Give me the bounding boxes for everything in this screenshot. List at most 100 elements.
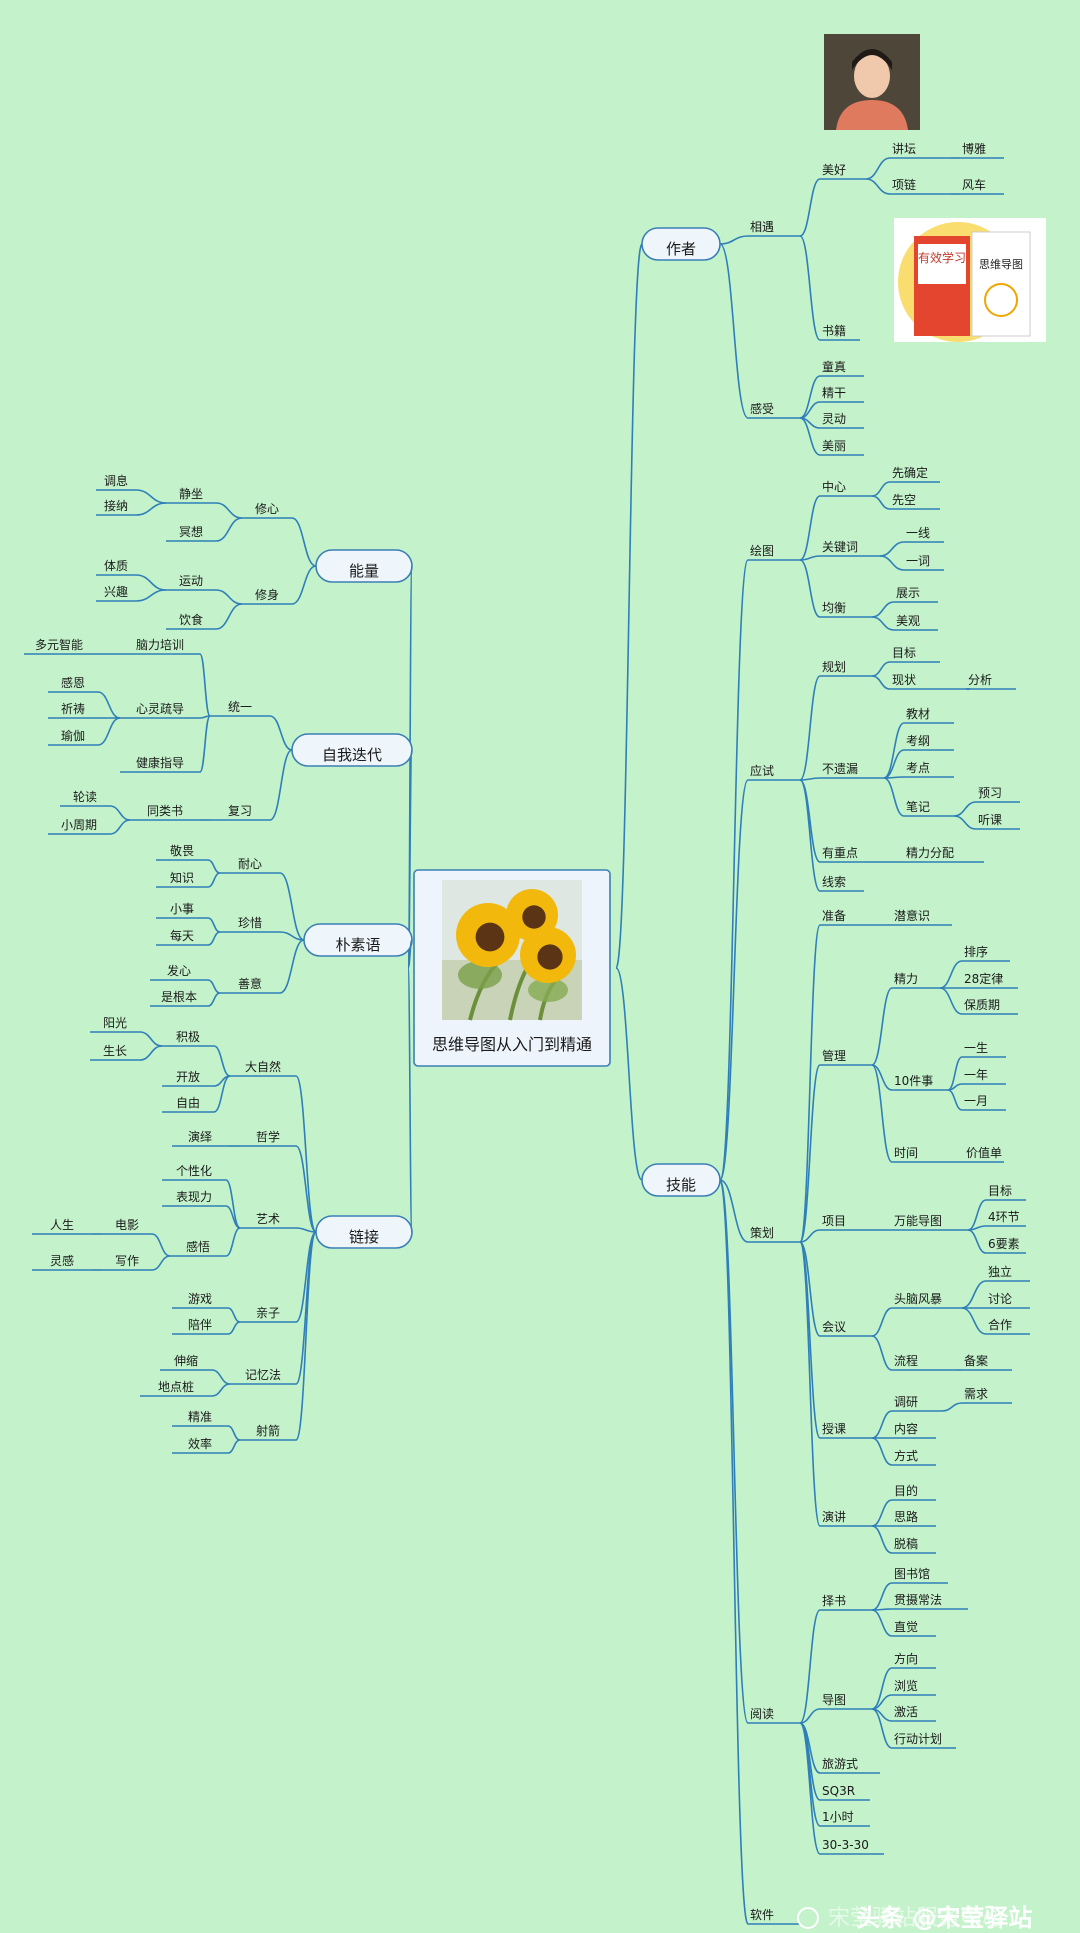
node-label: 静坐 <box>179 487 203 501</box>
node-label: 展示 <box>896 586 920 600</box>
node-label: 精干 <box>822 386 846 400</box>
connector-line <box>799 675 821 781</box>
connector-line <box>139 1045 163 1061</box>
connector-line <box>225 1205 241 1229</box>
trunk-line <box>615 967 643 1181</box>
node-label: 体质 <box>104 559 128 573</box>
connector-line <box>97 717 121 746</box>
node-label: 调研 <box>894 1395 918 1409</box>
node-label: 精力分配 <box>906 846 954 860</box>
node-label: 保质期 <box>964 998 1000 1012</box>
connector-line <box>215 502 243 519</box>
connector-line <box>135 589 167 602</box>
node-label: 方向 <box>894 1651 918 1666</box>
connector-line <box>799 924 821 1243</box>
connector-line <box>109 819 131 835</box>
node-label: 效率 <box>188 1436 212 1451</box>
node-label: 小周期 <box>61 818 97 832</box>
node-label: 开放 <box>176 1069 200 1084</box>
node-label: 独立 <box>988 1264 1012 1279</box>
node-label: 发心 <box>167 963 191 978</box>
node-label: 中心 <box>822 479 846 494</box>
node-label: 有重点 <box>822 846 858 860</box>
connector-line <box>151 1255 171 1271</box>
node-label: 绘图 <box>750 543 774 558</box>
node-label: 考点 <box>906 761 930 775</box>
node-label: 激活 <box>894 1705 918 1719</box>
connector-line <box>215 517 243 542</box>
connector-line <box>871 1609 893 1637</box>
connector-line <box>279 931 305 941</box>
connector-line <box>879 541 905 557</box>
node-label: 耐心 <box>238 857 262 871</box>
node-label: 大自然 <box>245 1059 281 1074</box>
node-label: 一生 <box>964 1041 988 1055</box>
node-label: 讲坛 <box>892 141 916 156</box>
node-label: 自由 <box>176 1096 200 1110</box>
node-label: 亲子 <box>256 1306 280 1320</box>
connector-line <box>799 375 821 419</box>
connector-line <box>719 1179 749 1724</box>
node-label: 关键词 <box>822 540 858 554</box>
connector-line <box>151 1233 171 1257</box>
connector-line <box>215 589 243 605</box>
node-label: 脑力培训 <box>136 637 184 652</box>
node-label: 小事 <box>170 902 194 916</box>
node-label: 相遇 <box>750 220 774 234</box>
node-label: 思路 <box>894 1509 918 1524</box>
connector-line <box>213 1075 231 1113</box>
node-label: 一词 <box>906 554 930 568</box>
node-label: 浏览 <box>894 1678 918 1693</box>
connector-line <box>871 1410 893 1439</box>
node-label: 直觉 <box>894 1620 918 1634</box>
node-label: 旅游式 <box>822 1757 858 1771</box>
node-label: 内容 <box>894 1421 918 1436</box>
node-label: 目标 <box>892 646 916 660</box>
connector-line <box>799 555 821 561</box>
node-label: 价值单 <box>966 1145 1002 1160</box>
connector-line <box>135 489 167 504</box>
connector-line <box>213 1045 231 1077</box>
node-label: 考纲 <box>906 734 930 748</box>
connector-line <box>295 1231 317 1385</box>
node-label: 美观 <box>896 614 920 628</box>
node-label: 不遗漏 <box>822 762 858 776</box>
node-label: 时间 <box>894 1146 918 1160</box>
node-label: 感受 <box>750 401 774 416</box>
connector-line <box>941 1402 963 1412</box>
connector-line <box>227 1425 241 1441</box>
connector-line <box>211 1383 231 1397</box>
connector-line <box>799 779 821 863</box>
connector-line <box>215 603 243 630</box>
node-label: 射箭 <box>256 1423 280 1438</box>
node-label: 复习 <box>228 804 252 818</box>
connector-line <box>207 992 221 1007</box>
main-branch-label: 链接 <box>349 1228 379 1246</box>
node-label: 择书 <box>822 1594 846 1608</box>
connector-line <box>871 1708 893 1749</box>
node-label: 知识 <box>170 871 194 885</box>
connector-line <box>883 777 905 817</box>
node-label: 贯摄常法 <box>894 1592 942 1607</box>
node-label: 表现力 <box>176 1190 212 1204</box>
author-photo <box>824 34 920 130</box>
node-label: 行动计划 <box>894 1732 942 1746</box>
trunk-line <box>407 939 413 969</box>
connector-line <box>207 859 221 874</box>
node-label: 万能导图 <box>894 1214 942 1228</box>
connector-line <box>291 565 317 605</box>
connector-line <box>799 1708 821 1724</box>
trunk-line <box>407 967 413 1233</box>
connector-line <box>947 1089 963 1111</box>
node-label: 项链 <box>892 177 916 192</box>
connector-line <box>799 1241 821 1439</box>
node-label: 童真 <box>822 359 846 374</box>
connector-line <box>799 1241 821 1337</box>
node-label: 合作 <box>988 1317 1012 1332</box>
node-label: 先空 <box>892 493 916 507</box>
node-label: 流程 <box>894 1353 918 1368</box>
connector-line <box>207 872 221 888</box>
watermark-faded: 宋莹驿站服务中心 <box>828 1906 1004 1931</box>
connector-line <box>207 979 221 994</box>
